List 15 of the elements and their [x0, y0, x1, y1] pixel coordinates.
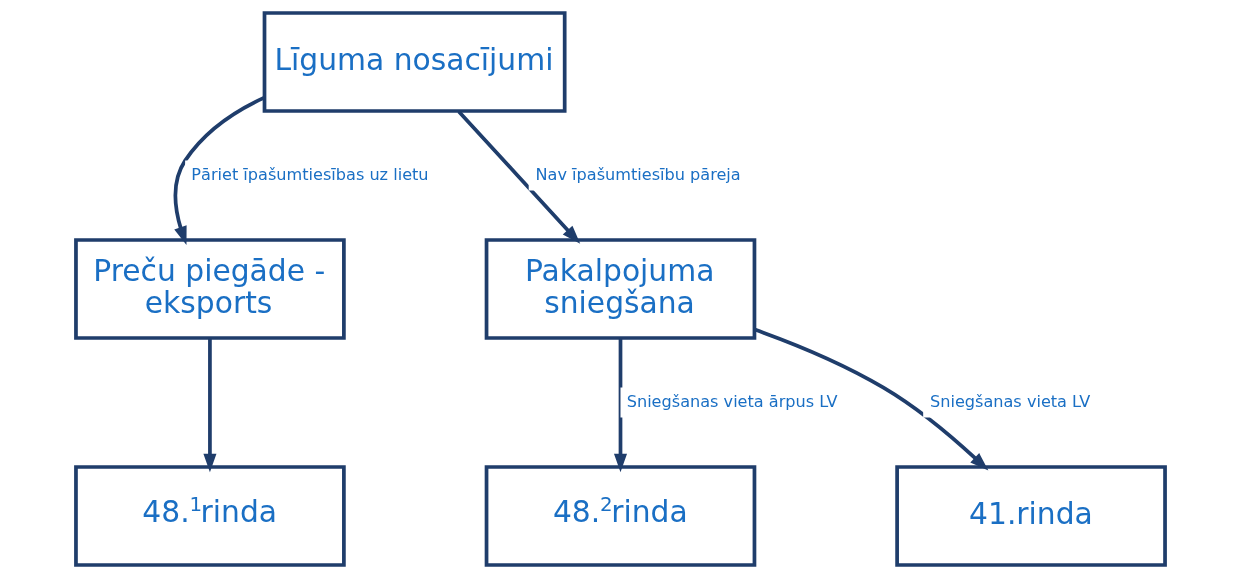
arrow: [456, 110, 580, 244]
node-box: 48.$^{2}$rinda: [484, 465, 756, 567]
arrow: [202, 338, 216, 473]
node-box: Līguma nosacījumi: [262, 11, 567, 113]
node-box: Pakalpojuma sniegšana: [484, 238, 756, 340]
edge-label: Pāriet īpašumtiesības uz lietu: [190, 164, 429, 184]
node-box: 48.$^{1}$rinda: [73, 465, 346, 567]
arrow: [613, 338, 627, 473]
node-box: Preču piegāde - eksports: [73, 238, 346, 340]
arrow: [173, 95, 265, 246]
edge-label: Nav īpašumtiesību pāreja: [535, 164, 741, 184]
edge-label: Sniegšanas vieta ārpus LV: [626, 391, 838, 411]
edge-label: Sniegšanas vieta LV: [929, 391, 1090, 411]
arrow: [753, 327, 988, 471]
node-box: 41.rinda: [894, 465, 1167, 567]
